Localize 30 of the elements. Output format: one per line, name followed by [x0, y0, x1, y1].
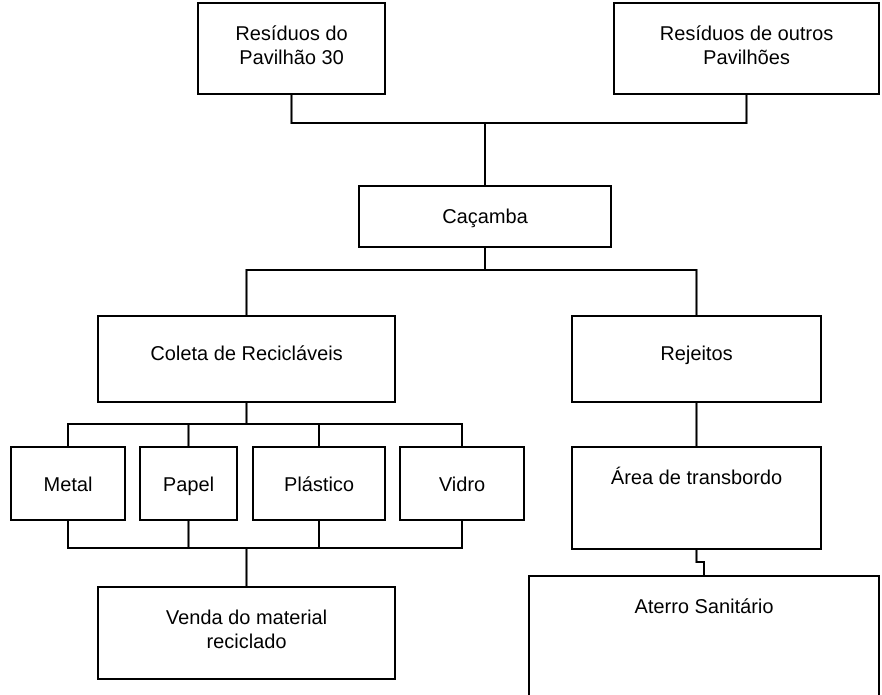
- process-box: [139, 446, 238, 521]
- node-label: Resíduos de outros Pavilhões: [658, 22, 834, 70]
- connector-line: [696, 550, 705, 575]
- process-box: [571, 315, 822, 403]
- process-box: [571, 446, 822, 550]
- node-label: Metal: [44, 473, 92, 497]
- connector-line: [696, 403, 698, 446]
- node-label: Área de transbordo: [610, 466, 782, 490]
- process-box: [613, 2, 880, 95]
- connector-line: [484, 248, 698, 315]
- connector-line: [246, 521, 463, 586]
- node-label: Venda do material reciclado: [164, 606, 328, 654]
- connector-line: [484, 95, 748, 185]
- process-box: [528, 575, 880, 695]
- node-label: Papel: [162, 473, 214, 497]
- process-box: [399, 446, 525, 521]
- node-label: Aterro Sanitário: [634, 595, 774, 619]
- process-box: [10, 446, 126, 521]
- node-label: Resíduos do Pavilhão 30: [234, 22, 349, 70]
- connector-line: [246, 403, 463, 446]
- process-box: [97, 586, 396, 680]
- process-box: [197, 2, 386, 95]
- node-label: Caçamba: [442, 205, 528, 229]
- node-label: Rejeitos: [660, 342, 733, 366]
- process-box: [358, 185, 612, 248]
- node-label: Coleta de Recicláveis: [150, 342, 343, 366]
- node-label: Plástico: [284, 473, 354, 497]
- process-box: [97, 315, 396, 403]
- process-box: [252, 446, 386, 521]
- node-label: Vidro: [438, 473, 486, 497]
